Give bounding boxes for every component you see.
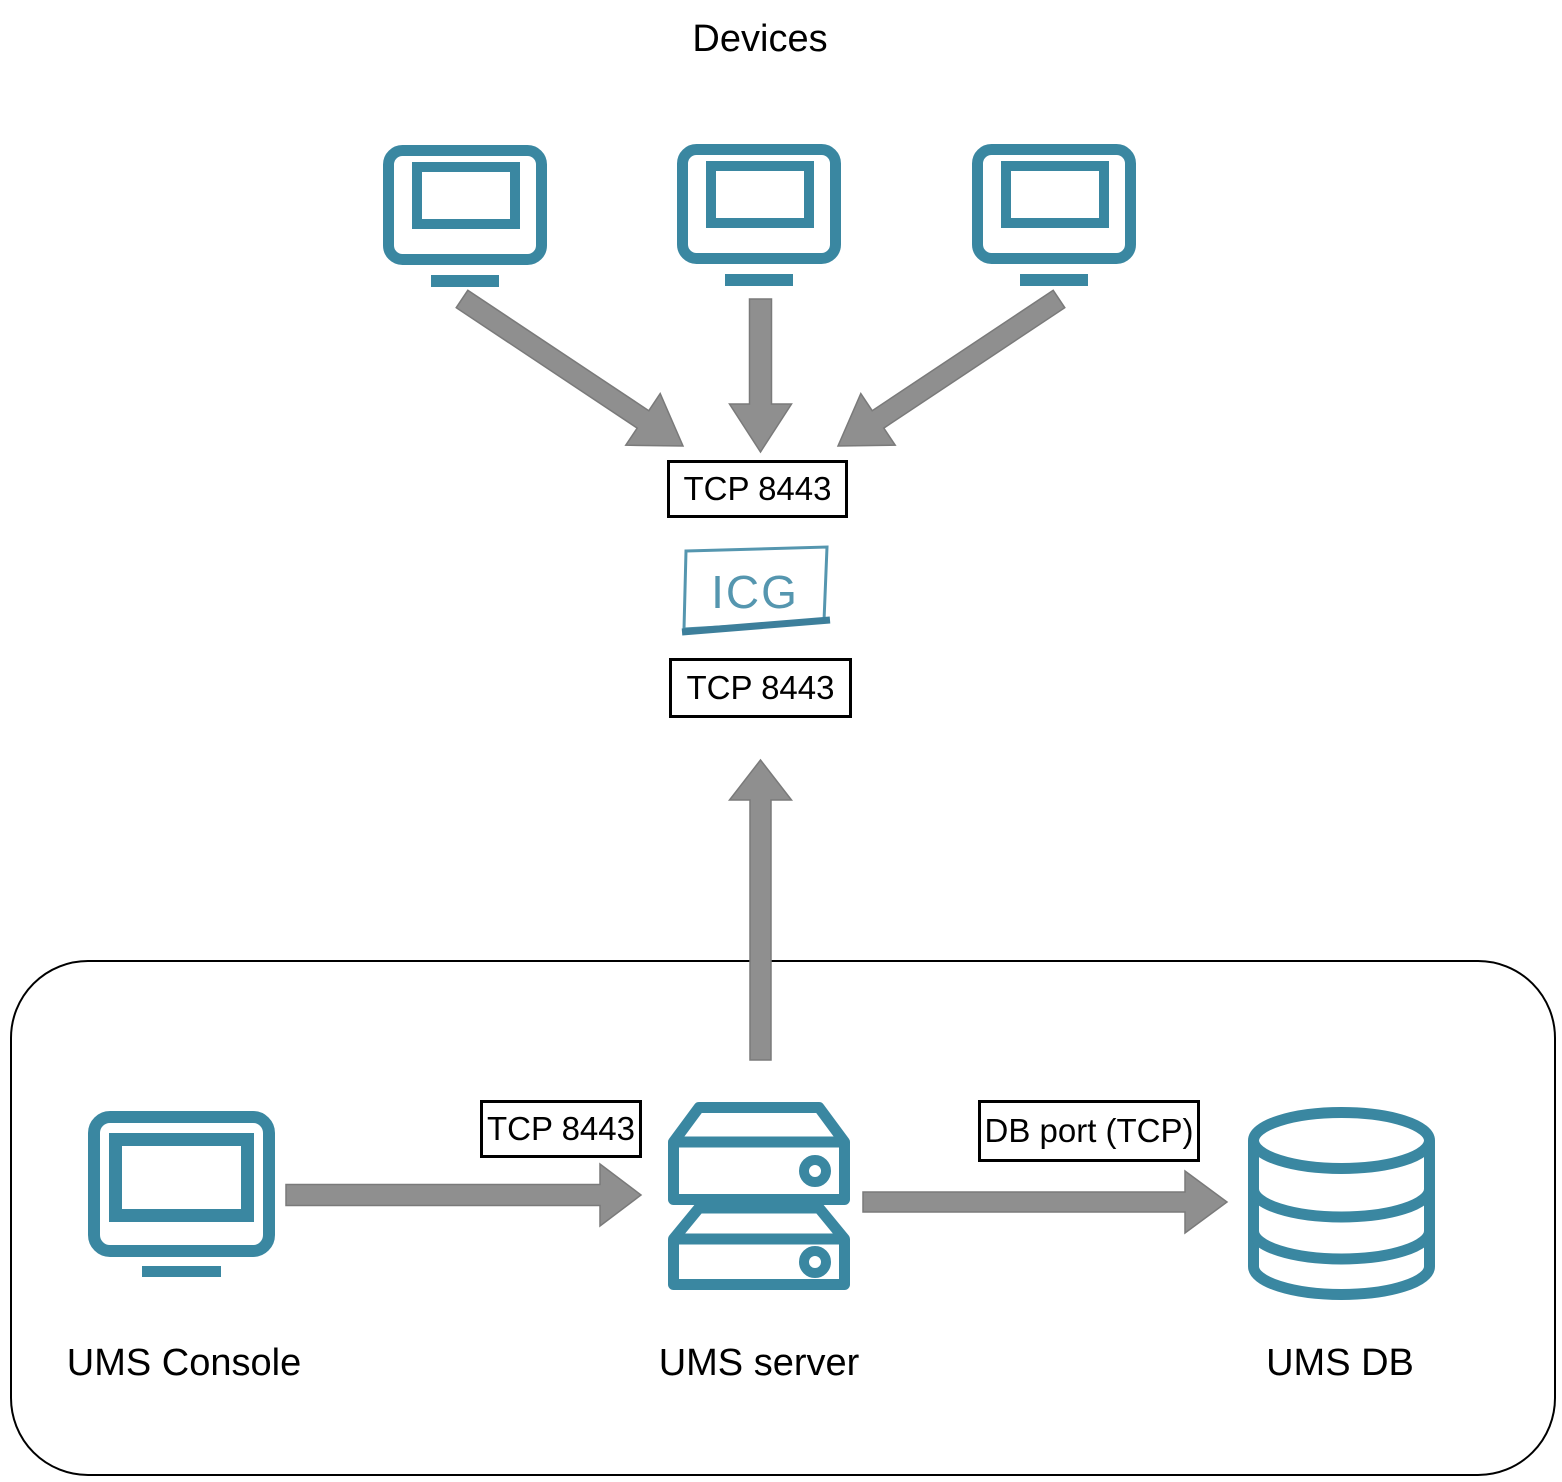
icg-gateway-icon [681,545,831,636]
port-label-console-to-server: TCP 8443 [480,1100,642,1158]
device-monitor-icon [972,144,1136,286]
icg-label: ICG [711,566,799,618]
ums-db-label: UMS DB [1266,1342,1414,1384]
device1-to-icg-arrow [455,289,685,447]
device2-to-icg-arrow [728,298,793,454]
ums-server-icon [668,1102,850,1290]
port-label-server-to-icg: TCP 8443 [669,658,852,718]
device-monitor-icon [677,144,841,286]
port-label-server-to-db: DB port (TCP) [978,1100,1200,1162]
diagram-title: Devices [692,18,828,60]
device3-to-icg-arrow [836,289,1066,447]
ums-server-label: UMS server [658,1342,860,1384]
ums-database-icon [1248,1107,1435,1300]
ums-console-label: UMS Console [66,1342,302,1384]
ums-console-monitor-icon [88,1111,275,1277]
port-label-devices-to-icg: TCP 8443 [667,460,848,518]
device-monitor-icon [383,145,547,287]
